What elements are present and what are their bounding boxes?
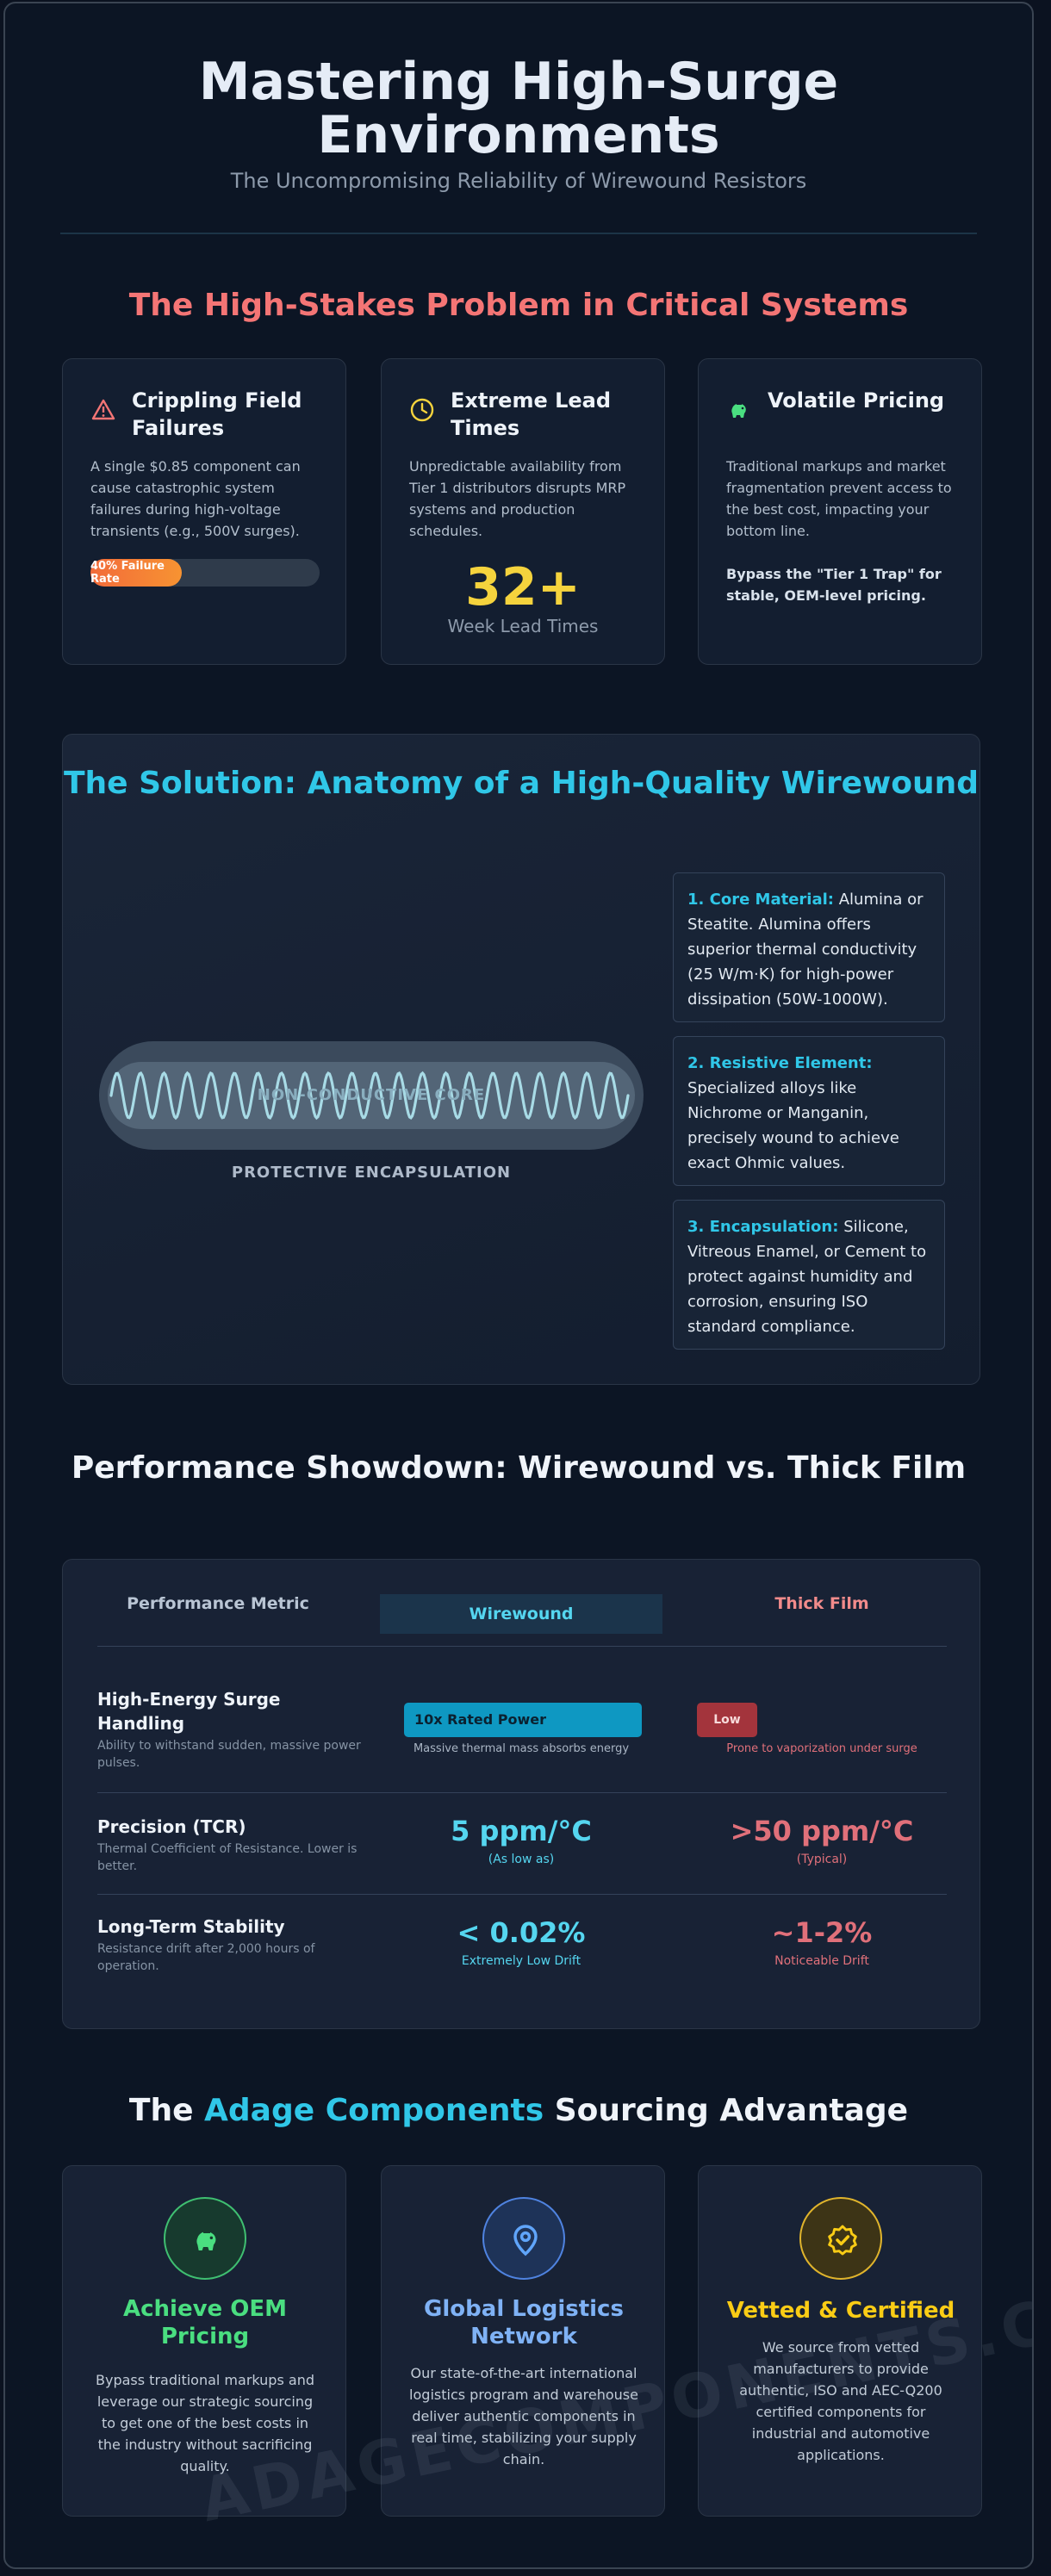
hero-subtitle: The Uncompromising Reliability of Wirewo… xyxy=(230,169,807,193)
advantage-title-brand: Adage Components xyxy=(204,2093,544,2128)
advantage-card-text: We source from vetted manufacturers to p… xyxy=(739,2339,942,2463)
advantage-icon-circle xyxy=(164,2197,246,2280)
problem-card-title: Crippling Field Failures xyxy=(132,388,302,440)
thick-film-caption: Prone to vaporization under surge xyxy=(726,1742,917,1755)
solution-title: The Solution: Anatomy of a High-Quality … xyxy=(63,766,979,801)
advantage-title-post: Sourcing Advantage xyxy=(544,2093,909,2128)
performance-section-title: Performance Showdown: Wirewound vs. Thic… xyxy=(71,1450,967,1486)
failure-rate-bar-fill: 40% Failure Rate xyxy=(90,559,183,587)
clock-icon xyxy=(410,398,434,422)
lead-time-number: 32+ xyxy=(465,557,581,618)
piggy-bank-icon xyxy=(731,403,746,418)
problem-card-field-failures: Crippling Field Failures A single $0.85 … xyxy=(62,358,346,665)
anatomy-item-text: Silicone, Vitreous Enamel, or Cement to … xyxy=(687,1218,927,1336)
wirewound-value: 5 ppm/°C xyxy=(451,1815,592,1847)
thick-film-caption: Noticeable Drift xyxy=(774,1954,869,1968)
location-pin-icon xyxy=(513,2225,538,2256)
failure-rate-bar: 40% Failure Rate xyxy=(90,559,320,587)
resistive-coil-winding xyxy=(109,1071,630,1120)
problem-card-text: A single $0.85 component can cause catas… xyxy=(90,458,301,539)
advantage-card-title: Achieve OEM Pricing xyxy=(123,2296,287,2349)
divider xyxy=(60,233,977,234)
failure-rate-label: 40% Failure Rate xyxy=(90,560,165,586)
advantage-icon-circle xyxy=(482,2197,565,2280)
problem-card-volatile-pricing: Volatile Pricing Traditional markups and… xyxy=(698,358,982,665)
lead-time-caption: Week Lead Times xyxy=(447,616,599,636)
anatomy-item-text: Alumina or Steatite. Alumina offers supe… xyxy=(687,891,924,1009)
table-divider xyxy=(97,1792,947,1793)
hero-title-line2: Environments xyxy=(317,105,720,165)
piggy-bank-icon xyxy=(196,2231,216,2250)
thick-film-value: >50 ppm/°C xyxy=(730,1815,914,1847)
row-description: Ability to withstand sudden, massive pow… xyxy=(97,1739,361,1770)
header-thick-film: Thick Film xyxy=(774,1594,869,1613)
hero-title: Mastering High-Surge Environments xyxy=(5,55,1032,162)
anatomy-item-label: 1. Core Material: xyxy=(687,891,834,909)
advantage-card-oem-pricing: Achieve OEM Pricing Bypass traditional m… xyxy=(62,2165,346,2517)
anatomy-item-label: 3. Encapsulation: xyxy=(687,1218,839,1236)
problem-card-text: Traditional markups and market fragmenta… xyxy=(726,456,955,606)
table-divider xyxy=(97,1894,947,1895)
advantage-section-title: The Adage Components Sourcing Advantage xyxy=(5,2093,1032,2128)
advantage-card-certified: Vetted & Certified We source from vetted… xyxy=(698,2165,982,2517)
problem-card-lead-times: Extreme Lead Times Unpredictable availab… xyxy=(381,358,665,665)
hero: Mastering High-Surge Environments The Un… xyxy=(5,55,1032,193)
encapsulation-label: PROTECTIVE ENCAPSULATION xyxy=(231,1164,512,1182)
anatomy-item-core-material: 1. Core Material: Alumina or Steatite. A… xyxy=(673,872,945,1022)
table-divider xyxy=(97,1646,947,1647)
thick-film-surge-bar: Low xyxy=(697,1703,757,1737)
row-description: Resistance drift after 2,000 hours of op… xyxy=(97,1942,315,1973)
advantage-card-text: Bypass traditional markups and leverage … xyxy=(96,2372,314,2474)
core-label: NON-CONDUCTIVE CORE xyxy=(257,1086,486,1104)
problem-section-title: The High-Stakes Problem in Critical Syst… xyxy=(128,288,909,323)
anatomy-item-label: 2. Resistive Element: xyxy=(687,1054,873,1072)
row-name: Precision (TCR) xyxy=(97,1816,246,1837)
problem-card-title: Extreme Lead Times xyxy=(451,388,612,440)
row-name: Long-Term Stability xyxy=(97,1916,285,1937)
wirewound-caption: (As low as) xyxy=(488,1853,555,1866)
thick-film-caption: (Typical) xyxy=(796,1853,848,1866)
problem-card-title: Volatile Pricing xyxy=(768,388,945,413)
wirewound-surge-bar: 10x Rated Power xyxy=(404,1703,642,1737)
advantage-title-pre: The xyxy=(128,2093,205,2128)
hero-title-line1: Mastering High-Surge xyxy=(198,52,839,112)
pricing-text: Traditional markups and market fragmenta… xyxy=(726,458,952,539)
anatomy-item-resistive-element: 2. Resistive Element: Specialized alloys… xyxy=(673,1036,945,1186)
thick-film-value: ~1-2% xyxy=(771,1916,873,1949)
anatomy-item-text: Specialized alloys like Nichrome or Mang… xyxy=(687,1079,899,1172)
page-frame: Mastering High-Surge Environments The Un… xyxy=(3,2,1034,2569)
verified-badge-icon xyxy=(828,2225,857,2256)
advantage-card-title: Vetted & Certified xyxy=(726,2298,955,2324)
advantage-card-logistics: Global Logistics Network Our state-of-th… xyxy=(381,2165,665,2517)
advantage-card-title: Global Logistics Network xyxy=(424,2296,624,2349)
pricing-emphasis: Bypass the "Tier 1 Trap" for stable, OEM… xyxy=(726,566,942,604)
advantage-card-text: Our state-of-the-art international logis… xyxy=(409,2365,638,2467)
performance-table: Performance Metric Wirewound Thick Film … xyxy=(62,1559,980,2029)
wirewound-caption: Extremely Low Drift xyxy=(461,1954,581,1968)
anatomy-item-encapsulation: 3. Encapsulation: Silicone, Vitreous Ena… xyxy=(673,1200,945,1350)
problem-card-text: Unpredictable availability from Tier 1 d… xyxy=(409,458,626,539)
solution-section: The Solution: Anatomy of a High-Quality … xyxy=(62,734,980,1385)
header-wirewound: Wirewound xyxy=(380,1594,662,1634)
wirewound-caption: Massive thermal mass absorbs energy xyxy=(413,1742,630,1755)
row-description: Thermal Coefficient of Resistance. Lower… xyxy=(97,1842,358,1873)
row-name: High-Energy Surge Handling xyxy=(97,1689,281,1734)
wirewound-value: < 0.02% xyxy=(457,1916,586,1949)
warning-triangle-icon xyxy=(91,399,115,420)
advantage-icon-circle xyxy=(799,2197,882,2280)
header-metric: Performance Metric xyxy=(127,1594,309,1613)
